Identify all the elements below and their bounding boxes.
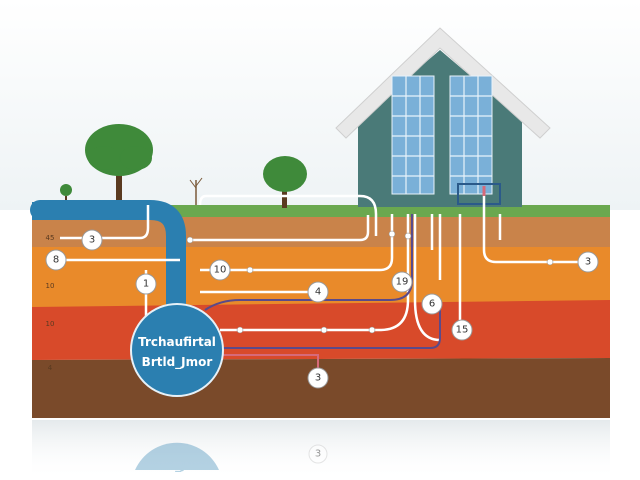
purple-return-pipe — [210, 300, 441, 349]
callout-label: 3 — [585, 257, 591, 268]
valve-dots — [186, 230, 554, 334]
callout-label: 19 — [396, 277, 409, 288]
tree-small-icon — [263, 156, 307, 208]
callout-5: 4 — [307, 281, 329, 303]
white-pipe-network — [60, 190, 580, 342]
callout-label: 3 — [89, 235, 95, 246]
tree-large-icon — [85, 124, 153, 205]
soil-layer-top — [32, 217, 610, 247]
callout-6: 19 — [391, 271, 413, 293]
callout-label: 1 — [143, 279, 149, 290]
side-label: 10 — [46, 282, 55, 290]
pipe-inlet — [32, 202, 58, 220]
side-label: 4 — [48, 364, 53, 372]
house-icon — [335, 27, 551, 207]
hub-title: Trchaufirtal — [138, 335, 216, 349]
shrub-icon — [189, 177, 203, 205]
hub-subtitle: Brtld_Jmor — [142, 355, 213, 370]
callout-7: 6 — [421, 293, 443, 315]
sky — [0, 0, 640, 210]
main-supply-pipe — [30, 200, 186, 350]
depth-labels: 45 10 10 4 — [46, 234, 55, 372]
callout-10: 3 — [307, 367, 329, 389]
callout-8: 15 — [451, 319, 473, 341]
callout-3: 1 — [135, 273, 157, 295]
callout-label: 6 — [429, 299, 435, 310]
reflection-hub-text: Brtld_Jmor — [142, 458, 213, 473]
side-label: 10 — [46, 320, 55, 328]
pink-pipe — [215, 354, 319, 372]
side-label: 45 — [46, 234, 55, 242]
reflection-callout-label: 3 — [315, 449, 321, 460]
callout-2: 8 — [45, 249, 67, 271]
callout-label: 4 — [315, 287, 321, 298]
hub-reflection: Brtld_Jmor — [135, 442, 219, 473]
heat-pump-hub: Trchaufirtal Brtld_Jmor — [130, 303, 224, 397]
callout-4: 10 — [209, 259, 231, 281]
callout-label: 15 — [456, 325, 469, 336]
callout-label: 10 — [214, 265, 227, 276]
callout-label: 8 — [53, 255, 59, 266]
callout-1: 3 — [81, 229, 103, 251]
reflection-callout: 3 — [308, 444, 328, 464]
callout-label: 3 — [315, 373, 321, 384]
callout-9: 3 — [577, 251, 599, 273]
